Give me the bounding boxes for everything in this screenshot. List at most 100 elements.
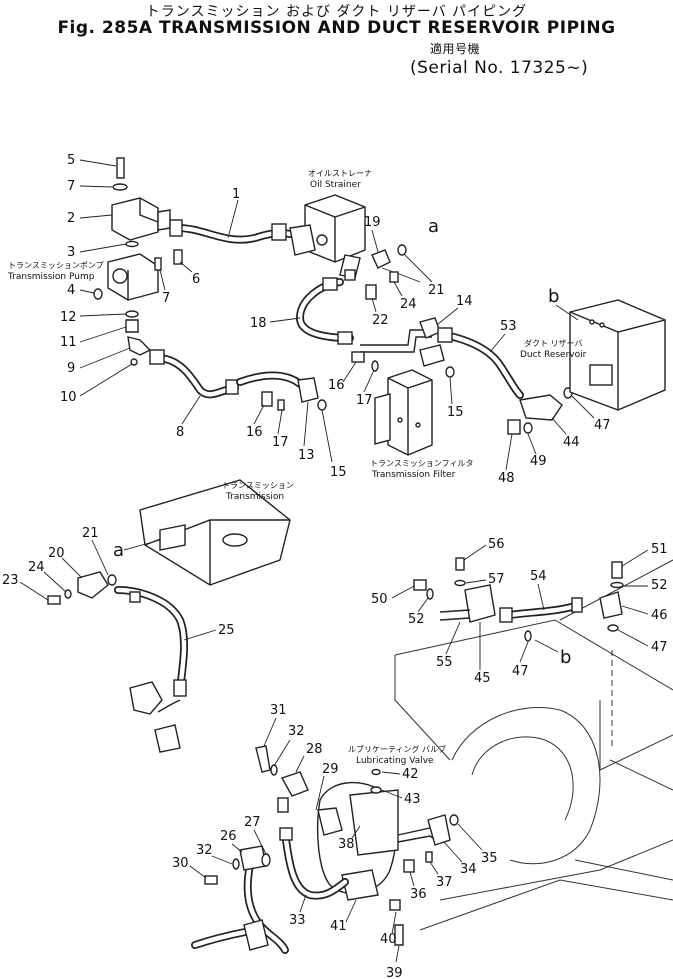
hose-25 bbox=[114, 586, 188, 697]
trans-pump-label-jp: トランスミッションポンプ bbox=[8, 261, 104, 270]
hose-18 bbox=[296, 269, 356, 345]
callout-30: 30 bbox=[172, 856, 189, 871]
callout-51: 51 bbox=[651, 542, 668, 557]
figure-title: Fig. 285A TRANSMISSION AND DUCT RESERVOI… bbox=[57, 18, 616, 38]
flange-fitting-19 bbox=[365, 244, 421, 300]
callout-17b: 17 bbox=[272, 435, 289, 450]
transmission-label: Transmission bbox=[225, 492, 284, 502]
hose-33 bbox=[279, 827, 349, 900]
duct-reservoir bbox=[569, 299, 666, 411]
transmission-housing bbox=[139, 479, 291, 586]
hose-13 bbox=[236, 371, 327, 411]
trans-pump-label: Transmission Pump bbox=[7, 272, 95, 282]
callout-54: 54 bbox=[530, 569, 547, 584]
callout-15: 15 bbox=[447, 405, 464, 420]
trans-filter-label-jp: トランスミッションフィルタ bbox=[370, 459, 473, 468]
callout-55: 55 bbox=[436, 655, 453, 670]
callout-20: 20 bbox=[48, 546, 65, 561]
transmission-filter bbox=[374, 369, 433, 456]
elbow-fitting-46 bbox=[599, 561, 624, 750]
callout-41: 41 bbox=[330, 919, 347, 934]
callout-9: 9 bbox=[67, 361, 75, 376]
callout-7b: 7 bbox=[162, 291, 170, 306]
callout-48: 48 bbox=[498, 471, 515, 486]
callout-22: 22 bbox=[372, 313, 389, 328]
callout-6: 6 bbox=[192, 272, 200, 287]
callout-43: 43 bbox=[404, 792, 421, 807]
serial-label-japanese: 適用号機 bbox=[430, 42, 481, 56]
callout-53: 53 bbox=[500, 319, 517, 334]
callout-27: 27 bbox=[244, 815, 261, 830]
callout-3: 3 bbox=[67, 245, 75, 260]
callout-25: 25 bbox=[218, 623, 235, 638]
duct-reservoir-label: Duct Reservoir bbox=[520, 350, 587, 360]
callouts: 5 7 2 3 4 12 11 9 10 7 6 1 18 19 21 22 2… bbox=[2, 153, 668, 979]
pipe-34 bbox=[397, 814, 459, 873]
callout-49: 49 bbox=[530, 454, 547, 469]
callout-21: 21 bbox=[428, 283, 445, 298]
callout-1: 1 bbox=[232, 187, 240, 202]
callout-42: 42 bbox=[402, 767, 419, 782]
transmission-label-jp: トランスミッション bbox=[222, 481, 294, 490]
callout-52b: 52 bbox=[408, 612, 425, 627]
oil-strainer-label: Oil Strainer bbox=[310, 180, 361, 190]
duct-reservoir-label-jp: ダクト リザーバ bbox=[524, 338, 582, 348]
lub-valve-label-jp: ルブリケーティング バルブ bbox=[348, 744, 446, 754]
callout-35: 35 bbox=[481, 851, 498, 866]
title-japanese: トランスミッション および ダクト リザーバ パイピング bbox=[145, 4, 528, 20]
ref-b-upper: b bbox=[548, 286, 559, 307]
fitting-28 bbox=[255, 745, 309, 813]
trans-filter-label: Transmission Filter bbox=[371, 470, 456, 480]
callout-34: 34 bbox=[460, 862, 477, 877]
ref-b-lower: b bbox=[560, 647, 571, 668]
fitting-45 bbox=[413, 557, 496, 623]
serial-number: (Serial No. 17325~) bbox=[410, 58, 589, 78]
callout-15b: 15 bbox=[330, 465, 347, 480]
callout-8: 8 bbox=[176, 425, 184, 440]
callout-23: 23 bbox=[2, 573, 19, 588]
callout-38: 38 bbox=[338, 837, 355, 852]
callout-5: 5 bbox=[67, 153, 75, 168]
ref-a-upper: a bbox=[428, 216, 439, 237]
ref-a-lower: a bbox=[113, 540, 124, 561]
callout-33: 33 bbox=[289, 913, 306, 928]
callout-2: 2 bbox=[67, 211, 75, 226]
callout-39: 39 bbox=[386, 966, 403, 979]
callout-37: 37 bbox=[436, 875, 453, 890]
callout-52: 52 bbox=[651, 578, 668, 593]
callout-40: 40 bbox=[380, 932, 397, 947]
lubricating-valve bbox=[316, 768, 404, 946]
hose-26 bbox=[191, 845, 289, 954]
oil-strainer bbox=[289, 194, 366, 279]
callout-17: 17 bbox=[356, 393, 373, 408]
callout-4: 4 bbox=[67, 283, 75, 298]
callout-29: 29 bbox=[322, 762, 339, 777]
hose-53 bbox=[437, 327, 524, 399]
callout-45: 45 bbox=[474, 671, 491, 686]
callout-14: 14 bbox=[456, 294, 473, 309]
callout-16b: 16 bbox=[246, 425, 263, 440]
callout-50: 50 bbox=[371, 592, 388, 607]
callout-26: 26 bbox=[220, 829, 237, 844]
callout-47b: 47 bbox=[651, 640, 668, 655]
hose-54 bbox=[499, 597, 583, 642]
callout-32b: 32 bbox=[196, 843, 213, 858]
callout-47c: 47 bbox=[512, 664, 529, 679]
callout-36: 36 bbox=[410, 887, 427, 902]
callout-10: 10 bbox=[60, 390, 77, 405]
callout-11: 11 bbox=[60, 335, 77, 350]
pump-elbow-block bbox=[111, 157, 171, 241]
callout-56: 56 bbox=[488, 537, 505, 552]
hose-8 bbox=[149, 349, 239, 399]
component-labels: オイルストレーナ Oil Strainer トランスミッションポンプ Trans… bbox=[7, 169, 587, 766]
callout-7: 7 bbox=[67, 179, 75, 194]
callout-44: 44 bbox=[563, 435, 580, 450]
lub-valve-label: Lubricating Valve bbox=[356, 756, 434, 766]
callout-24: 24 bbox=[400, 297, 417, 312]
callout-57: 57 bbox=[488, 572, 505, 587]
callout-32: 32 bbox=[288, 724, 305, 739]
callout-46: 46 bbox=[651, 608, 668, 623]
callout-18: 18 bbox=[250, 316, 267, 331]
fitting-20 bbox=[47, 571, 117, 605]
